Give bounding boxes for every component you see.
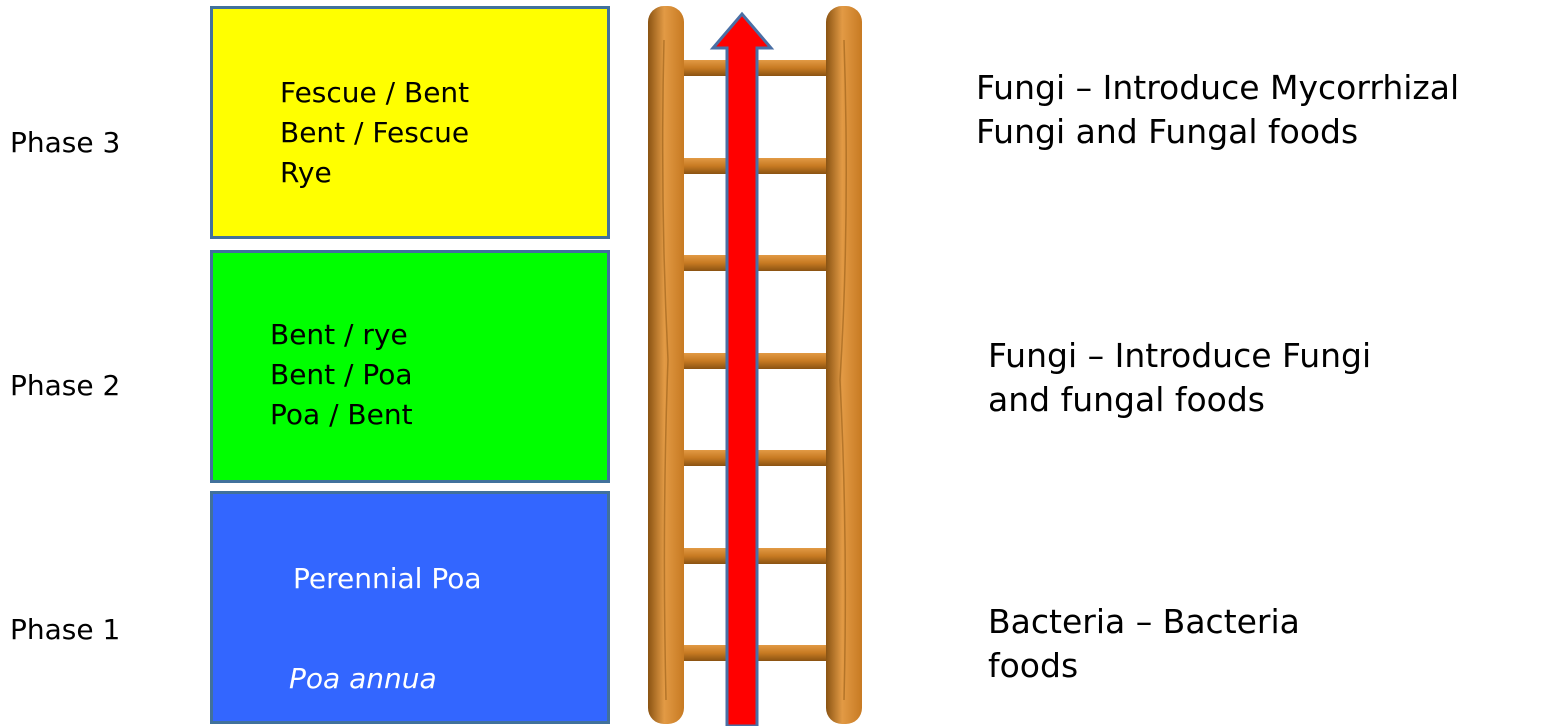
phase-1-species-italic: Poa annua <box>289 659 437 699</box>
phase-1-box: Perennial Poa Poa annua <box>210 491 610 724</box>
species-item: Bent / Poa <box>270 355 413 395</box>
phase-2-box: Bent / rye Bent / Poa Poa / Bent <box>210 250 610 483</box>
description-line: Fungi and Fungal foods <box>976 110 1459 154</box>
species-item: Poa annua <box>289 659 437 699</box>
phase-2-label: Phase 2 <box>10 369 120 403</box>
phase-3-species-list: Fescue / Bent Bent / Fescue Rye <box>280 73 469 193</box>
description-line: foods <box>988 644 1300 688</box>
phase-3-description: Fungi – Introduce Mycorrhizal Fungi and … <box>976 66 1459 154</box>
species-item: Poa / Bent <box>270 395 413 435</box>
description-line: Fungi – Introduce Fungi <box>988 334 1371 378</box>
phase-2-description: Fungi – Introduce Fungi and fungal foods <box>988 334 1371 422</box>
phase-3-box: Fescue / Bent Bent / Fescue Rye <box>210 6 610 239</box>
species-item: Bent / Fescue <box>280 113 469 153</box>
phase-1-species-list: Perennial Poa <box>293 559 482 599</box>
ladder-right-rail <box>826 6 862 724</box>
species-item: Fescue / Bent <box>280 73 469 113</box>
phase-1-description: Bacteria – Bacteria foods <box>988 600 1300 688</box>
description-line: and fungal foods <box>988 378 1371 422</box>
species-item: Bent / rye <box>270 315 413 355</box>
species-item: Rye <box>280 153 469 193</box>
description-line: Fungi – Introduce Mycorrhizal <box>976 66 1459 110</box>
phase-3-label: Phase 3 <box>10 126 120 160</box>
phase-2-species-list: Bent / rye Bent / Poa Poa / Bent <box>270 315 413 435</box>
ladder-illustration <box>640 0 870 726</box>
species-item: Perennial Poa <box>293 559 482 599</box>
ladder-left-rail <box>648 6 684 724</box>
description-line: Bacteria – Bacteria <box>988 600 1300 644</box>
upward-arrow-icon <box>713 14 771 726</box>
phase-1-label: Phase 1 <box>10 613 120 647</box>
